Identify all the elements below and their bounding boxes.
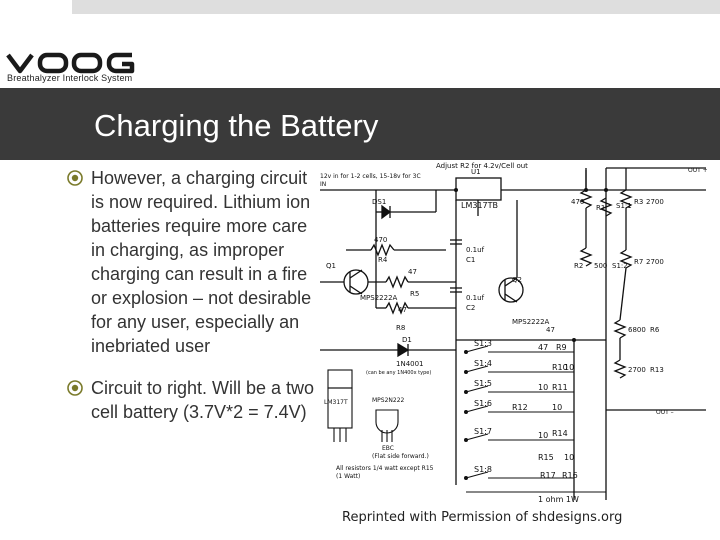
r4-label: R4 bbox=[378, 256, 388, 264]
bullet-list: However, a charging circuit is now requi… bbox=[66, 166, 316, 442]
bullet-item: However, a charging circuit is now requi… bbox=[66, 166, 316, 358]
pinout-label: EBC bbox=[382, 445, 394, 452]
q2-label: Q2 bbox=[512, 276, 522, 284]
d1-part-label: 1N4001 bbox=[396, 360, 424, 368]
u1-part-label: LM317TB bbox=[461, 201, 498, 210]
r16-label: R16 bbox=[562, 471, 578, 480]
charging-circuit-schematic: Adjust R2 for 4.2v/Cell out 12v in for 1… bbox=[316, 160, 720, 510]
u1-label: U1 bbox=[471, 168, 481, 176]
r8-value: 47 bbox=[398, 306, 407, 314]
r6-label: R6 bbox=[650, 326, 660, 334]
switch-resistor-label: R14 bbox=[552, 429, 568, 438]
s12-label: S1:2 bbox=[612, 262, 628, 270]
switch-label: S1:5 bbox=[474, 379, 492, 388]
r2-value: 500 bbox=[594, 262, 607, 270]
r7-label: R7 bbox=[634, 258, 643, 266]
switch-label: S1:3 bbox=[474, 339, 492, 348]
switch-resistor-value: 10 bbox=[552, 403, 562, 412]
switch-resistor-value: 47 bbox=[538, 343, 548, 352]
c2-label: C2 bbox=[466, 304, 475, 312]
switch-resistor-value: 10 bbox=[564, 363, 574, 372]
r4-value: 470 bbox=[374, 236, 387, 244]
switch-ladder bbox=[465, 345, 606, 493]
switch-resistor-label: R15 bbox=[538, 453, 554, 462]
r17-label: R17 bbox=[540, 471, 556, 480]
switch-resistor-label: R11 bbox=[552, 383, 568, 392]
switch-resistor-value: 10 bbox=[564, 453, 574, 462]
switch-label: S1:6 bbox=[474, 399, 492, 408]
schematic-note: 12v in for 1-2 cells, 15-18v for 3C bbox=[320, 173, 421, 180]
d1-label: D1 bbox=[402, 336, 412, 344]
c1-label: C1 bbox=[466, 256, 475, 264]
ds1-label: DS1 bbox=[372, 198, 386, 206]
r5-value: 47 bbox=[408, 268, 417, 276]
bullet-item: Circuit to right. Will be a two cell bat… bbox=[66, 376, 316, 424]
switch-resistor-value: 10 bbox=[538, 431, 548, 440]
d1-note: (can be any 1N400x type) bbox=[366, 370, 431, 376]
image-caption: Reprinted with Permission of shdesigns.o… bbox=[342, 510, 623, 525]
bullet-text: Circuit to right. Will be a two cell bat… bbox=[91, 378, 315, 422]
logo-tagline: Breathalyzer Interlock System bbox=[7, 73, 133, 83]
voog-logo bbox=[6, 52, 135, 74]
r7-value: 2700 bbox=[646, 258, 664, 266]
r3-value: 2700 bbox=[646, 198, 664, 206]
switch-label: S1:8 bbox=[474, 465, 492, 474]
r13-label: R13 bbox=[650, 366, 664, 374]
resistor-note: All resistors 1/4 watt except R15 bbox=[336, 465, 434, 472]
out-minus-label: OUT – bbox=[656, 409, 674, 416]
circle-bullet-icon bbox=[67, 380, 83, 396]
pinout-note: (Flat side forward.) bbox=[372, 453, 429, 460]
r13-value: 2700 bbox=[628, 366, 646, 374]
switch-label: S1:4 bbox=[474, 359, 492, 368]
schematic-label: IN bbox=[320, 181, 326, 188]
c2-value: 0.1uf bbox=[466, 294, 485, 302]
switch-resistor-label: R12 bbox=[512, 403, 528, 412]
q2-part-label: MPS2222A bbox=[512, 318, 550, 326]
r8-label: R8 bbox=[396, 324, 405, 332]
circle-bullet-icon bbox=[67, 170, 83, 186]
resistor-note: (1 Watt) bbox=[336, 473, 360, 480]
q1-label: Q1 bbox=[326, 262, 336, 270]
switch-label: S1:7 bbox=[474, 427, 492, 436]
s11-label: S1:1 bbox=[616, 202, 632, 210]
r1-value: 470 bbox=[571, 198, 584, 206]
r5-label: R5 bbox=[410, 290, 419, 298]
r1-label: R1 bbox=[596, 204, 605, 212]
r16-value: 1 ohm 1W bbox=[538, 495, 579, 504]
bullet-text: However, a charging circuit is now requi… bbox=[91, 168, 312, 356]
title-bar bbox=[0, 88, 720, 160]
package-label: LM317T bbox=[324, 399, 348, 406]
out-plus-label: OUT + bbox=[688, 167, 708, 174]
switch-resistor-label: R9 bbox=[556, 343, 567, 352]
q1-part-label: MPS2222A bbox=[360, 294, 398, 302]
c1-value: 0.1uf bbox=[466, 246, 485, 254]
r9-top-value: 47 bbox=[546, 326, 555, 334]
switch-resistor-value: 10 bbox=[538, 383, 548, 392]
schematic-note: Adjust R2 for 4.2v/Cell out bbox=[436, 162, 528, 170]
switch-resistor-label: R10 bbox=[552, 363, 568, 372]
top-accent-bar bbox=[72, 0, 720, 14]
r6-value: 6800 bbox=[628, 326, 646, 334]
slide-title: Charging the Battery bbox=[94, 108, 379, 143]
r3-label: R3 bbox=[634, 198, 643, 206]
r2-label: R2 bbox=[574, 262, 583, 270]
package-label: MPS2N222 bbox=[372, 397, 405, 404]
